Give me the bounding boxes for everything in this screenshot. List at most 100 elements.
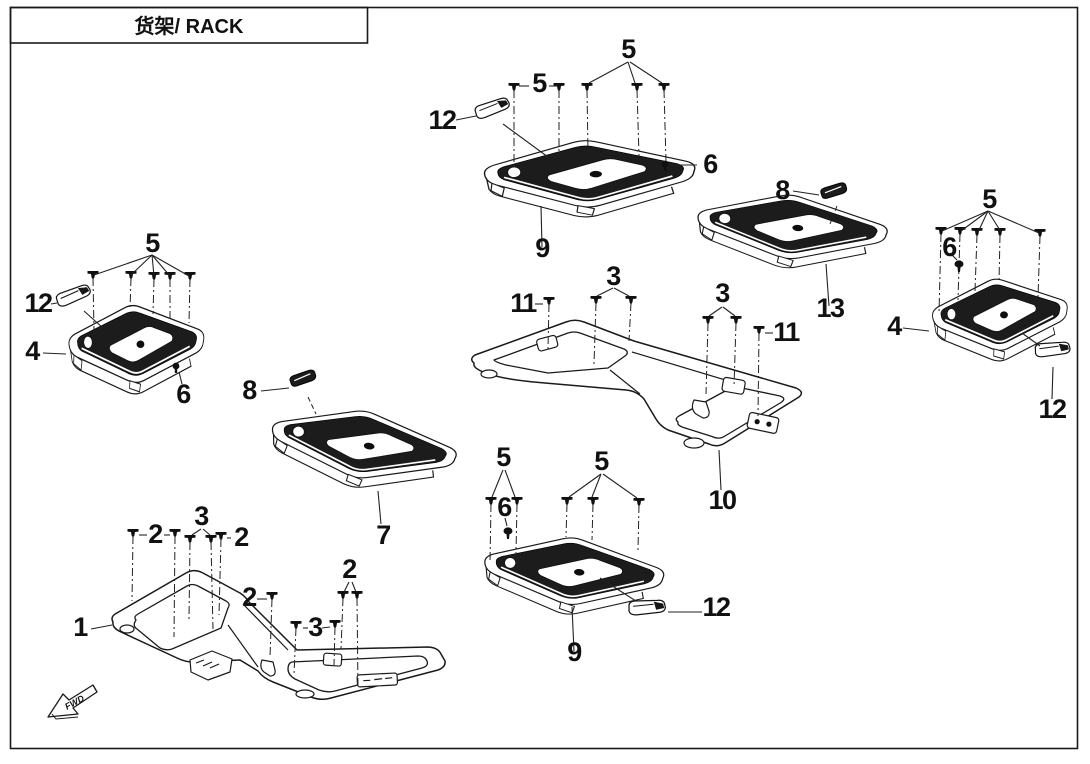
rack-plate-7 (264, 396, 462, 503)
screw-icon (971, 228, 983, 237)
dash-lines (489, 503, 640, 563)
callout-2: 2 (148, 519, 162, 549)
fwd-arrow: FWD (47, 684, 98, 720)
callout-6: 6 (497, 492, 512, 522)
callout-11: 11 (773, 317, 800, 347)
rack-plate-13 (693, 186, 891, 278)
leader-lines (535, 287, 773, 491)
callout-8: 8 (775, 175, 790, 205)
dash-lines (547, 302, 760, 417)
callout-3: 3 (715, 278, 730, 308)
screw-icon (631, 83, 643, 92)
screw-icon (184, 535, 196, 544)
callout-6: 6 (942, 232, 957, 262)
bolt-part-6 (172, 362, 180, 373)
part-label-9: 9 (535, 233, 550, 263)
callout-2: 2 (342, 554, 356, 584)
frame1-tube-edge (242, 603, 289, 651)
screw-icon (581, 83, 593, 92)
page-border (9, 6, 1079, 750)
screw-icon (702, 316, 714, 325)
leader-lines (902, 210, 1054, 400)
screw-icon (1034, 229, 1046, 238)
callout-2: 2 (234, 522, 248, 552)
part-label-4: 4 (25, 336, 40, 366)
leader-lines (260, 387, 382, 525)
screw-icon (590, 296, 602, 305)
rack-plate-9-top (482, 137, 697, 220)
callout-5: 5 (145, 228, 160, 258)
screw-icon (511, 497, 523, 506)
callout-6: 6 (176, 379, 191, 409)
clip-part-12 (54, 283, 93, 308)
screw-icon (753, 326, 765, 335)
assembly-rack9-bottom: 5 6 5 9 12 (480, 442, 731, 667)
screw-icon (658, 83, 670, 92)
part-label-10: 10 (708, 485, 736, 515)
screw-icon (329, 620, 341, 629)
part-label-9: 9 (567, 637, 582, 667)
leader-lines (792, 190, 838, 307)
assembly-rack4-right: 5 6 4 12 (887, 184, 1072, 424)
fwd-arrow-shape (47, 684, 98, 718)
title-box (9, 6, 369, 44)
callout-5: 5 (496, 442, 511, 472)
screw-icon (485, 497, 497, 506)
screw-icon (205, 535, 217, 544)
screw-icon (164, 272, 176, 281)
callout-12: 12 (428, 105, 456, 135)
assembly-rack4-left: 5 12 4 6 (24, 228, 207, 409)
screw-icon (266, 592, 278, 601)
callout-3: 3 (308, 612, 323, 642)
nut-part-6 (503, 527, 513, 539)
callout-3: 3 (194, 501, 209, 531)
callout-5: 5 (982, 184, 997, 214)
callout-2: 2 (242, 582, 256, 612)
screw-icon (543, 297, 555, 306)
part-label-13: 13 (816, 293, 845, 323)
nut-part-6 (954, 260, 964, 272)
frame1-tube-edge (227, 624, 259, 668)
leader-lines (42, 254, 190, 385)
clip-part-8 (819, 181, 849, 200)
dash-lines (513, 89, 667, 169)
screw-icon (994, 228, 1006, 237)
callout-8: 8 (242, 375, 257, 405)
assembly-frame1: 2 3 2 1 2 3 2 (73, 501, 446, 701)
screw-icon (125, 271, 137, 280)
screw-icon (351, 591, 363, 600)
screw-icon (87, 271, 99, 280)
screw-icon (561, 497, 573, 506)
page-title: 货架/ RACK (135, 14, 244, 38)
leader-lines (90, 528, 357, 630)
assembly-rack7: 8 7 (242, 368, 462, 550)
callout-12: 12 (702, 592, 730, 622)
dash-lines (131, 535, 359, 689)
screw-icon (169, 529, 181, 538)
part-label-7: 7 (376, 520, 390, 550)
callout-5: 5 (532, 68, 547, 98)
screw-icon (587, 497, 599, 506)
fwd-arrow-edge (51, 684, 98, 720)
frame10-opening-right (675, 386, 785, 439)
screw-icon (625, 296, 637, 305)
leader-lines (455, 61, 697, 248)
screw-icon (633, 498, 645, 507)
part-label-1: 1 (73, 612, 88, 642)
callout-5: 5 (621, 34, 636, 64)
dash-lines (92, 277, 191, 332)
screws (87, 271, 196, 281)
frame10-tube-edge (609, 369, 641, 395)
callout-3: 3 (606, 261, 621, 291)
screw-icon (337, 591, 349, 600)
screw-icon (215, 532, 227, 541)
frame10-brackets (480, 334, 780, 449)
assembly-rack13: 8 13 (693, 175, 891, 323)
screw-icon (127, 529, 139, 538)
assembly-frame10: 11 3 3 11 10 (471, 261, 803, 515)
leader-lines (491, 469, 702, 652)
screw-icon (508, 83, 520, 92)
frame1-opening-left (133, 583, 230, 651)
clip-part-12 (1034, 339, 1072, 360)
